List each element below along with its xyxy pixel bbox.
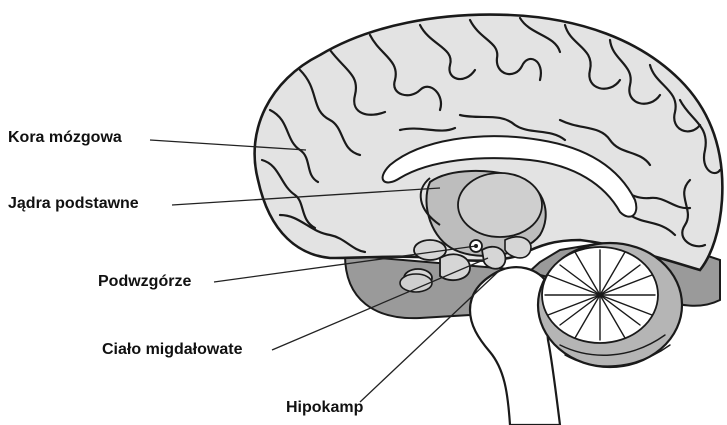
label-hippocampus: Hipokamp — [286, 398, 363, 418]
basal-ganglia-body — [458, 173, 542, 237]
label-basal-ganglia: Jądra podstawne — [8, 194, 139, 214]
cerebellum — [538, 243, 682, 367]
label-cortex: Kora mózgowa — [8, 128, 122, 148]
label-amygdala: Ciało migdałowate — [102, 340, 242, 360]
label-hypothalamus: Podwzgórze — [98, 272, 191, 292]
